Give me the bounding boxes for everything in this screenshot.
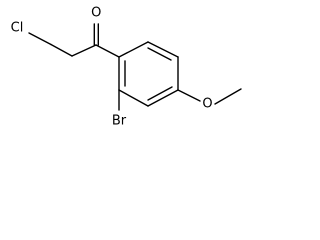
bond-ch2-to-cl [28, 32, 52, 46]
bond-carbonyl-to-ch2 [71, 44, 97, 57]
atom-label-bromine: Br [112, 114, 127, 129]
ring-inner-bond-b [147, 86, 173, 101]
skeletal-bonds [28, 23, 242, 111]
ring-bond-2 [147, 41, 179, 58]
ring-bond-5 [118, 89, 149, 107]
atom-label-carbonyl-oxygen: O [91, 6, 101, 21]
ring-bond-4 [147, 89, 179, 107]
atom-labels: O Cl Br O [11, 6, 213, 129]
bond-o-to-ch3 [214, 88, 242, 105]
bond-carbonyl-to-ring [95, 44, 120, 58]
ring-bond-1 [118, 41, 149, 58]
atom-label-chlorine: Cl [11, 21, 24, 36]
ring-inner-bond-a [147, 47, 172, 61]
atom-label-methoxy-oxygen: O [202, 97, 212, 112]
bond-ring-to-o [177, 89, 201, 102]
chemical-structure: O Cl Br O [11, 6, 242, 129]
bond-ch2-to-c-alpha [50, 43, 73, 57]
